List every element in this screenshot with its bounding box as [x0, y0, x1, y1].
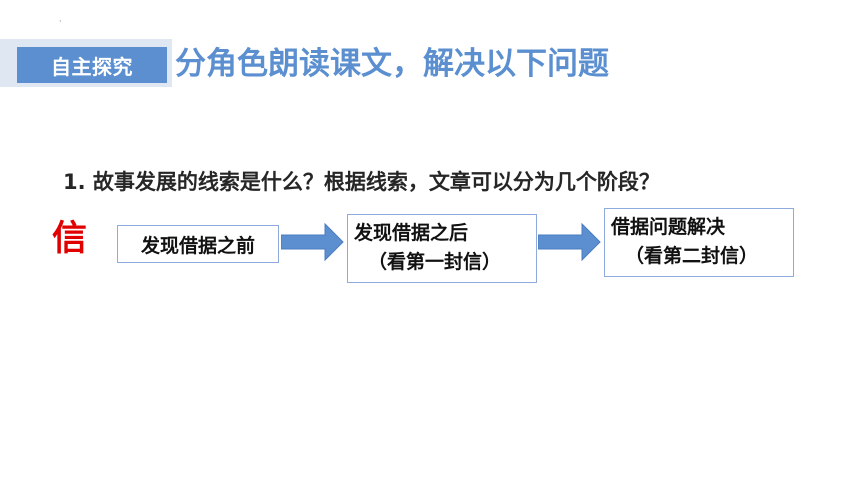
page-title: 分角色朗读课文，解决以下问题: [175, 46, 609, 82]
question-text: 1. 故事发展的线索是什么？根据线索，文章可以分为几个阶段？: [63, 170, 660, 194]
section-tag: 自主探究: [17, 47, 167, 83]
stage-box-2: 发现借据之后 （看第一封信）: [347, 214, 537, 283]
arrow-right-icon: [538, 222, 601, 262]
stage-2-note: （看第一封信）: [368, 251, 502, 273]
stage-1-label: 发现借据之前: [140, 234, 255, 257]
clue-label: 信: [52, 219, 88, 259]
stage-3-label: 借据问题解决: [611, 216, 726, 238]
arrow-right-icon: [281, 222, 344, 262]
stage-3-note: （看第二封信）: [625, 245, 759, 267]
stage-box-3: 借据问题解决 （看第二封信）: [604, 208, 794, 277]
stage-2-label: 发现借据之后: [354, 222, 469, 244]
stage-box-1: 发现借据之前: [117, 225, 279, 263]
decorative-dot: ·: [59, 17, 62, 26]
